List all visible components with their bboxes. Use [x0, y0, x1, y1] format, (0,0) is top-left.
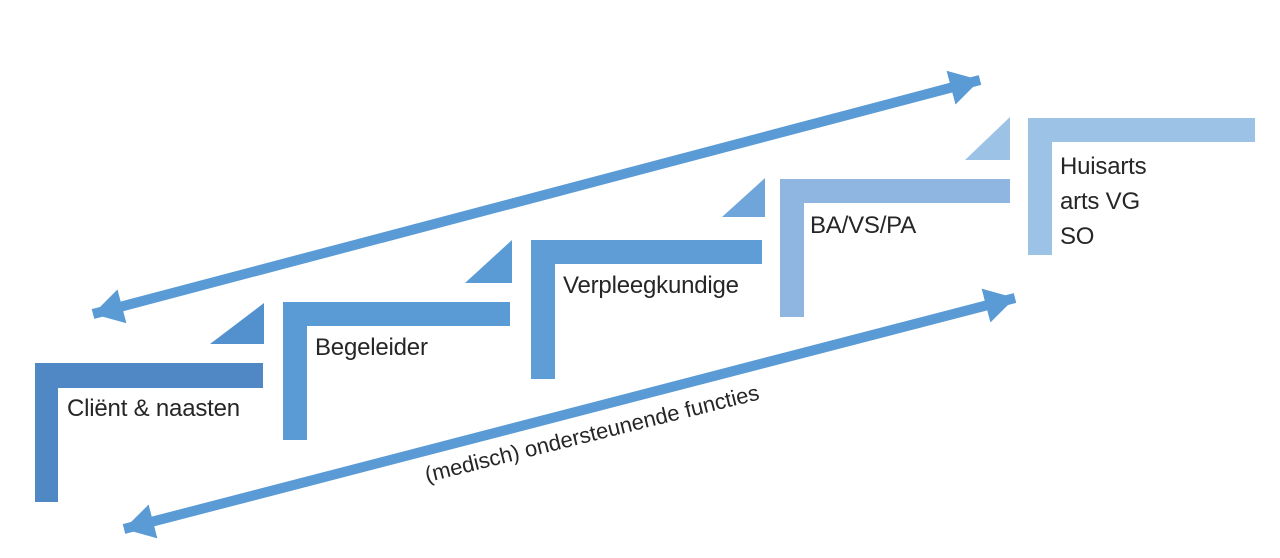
step-triangle-icon: [965, 117, 1010, 160]
step-label-huisarts-line2: arts VG: [1060, 188, 1140, 215]
step-huisarts-horizontal-bar: [1028, 118, 1255, 142]
step-begeleider-horizontal-bar: [283, 302, 510, 326]
step-label-verpleegkundige: Verpleegkundige: [563, 272, 739, 299]
step-verpleegkundige-shape: [531, 240, 762, 379]
step-label-huisarts-line3: SO: [1060, 223, 1095, 250]
step-begeleider-shape: [283, 302, 510, 440]
step-label-huisarts-block: Huisarts arts VG SO: [1060, 149, 1147, 254]
step-client-horizontal-bar: [35, 363, 263, 388]
step-label-huisarts-line1: Huisarts: [1060, 153, 1147, 180]
step-client-vertical-bar: [35, 363, 58, 502]
step-client-shape: [35, 363, 263, 502]
step-verpleegkundige-horizontal-bar: [531, 240, 762, 264]
lower-double-arrow: [122, 288, 1017, 539]
step-triangle-icon: [210, 303, 264, 344]
step-triangle-icon: [465, 240, 512, 283]
step-triangle-icon: [722, 178, 765, 217]
upper-double-arrow: [91, 70, 982, 324]
step-bavspa-horizontal-bar: [780, 179, 1010, 203]
step-label-bavspa: BA/VS/PA: [810, 212, 917, 239]
step-label-client: Cliënt & naasten: [67, 395, 240, 422]
step-bavspa-shape: [780, 179, 1010, 317]
step-label-begeleider: Begeleider: [315, 334, 428, 361]
step-huisarts-shape: [1028, 118, 1255, 255]
